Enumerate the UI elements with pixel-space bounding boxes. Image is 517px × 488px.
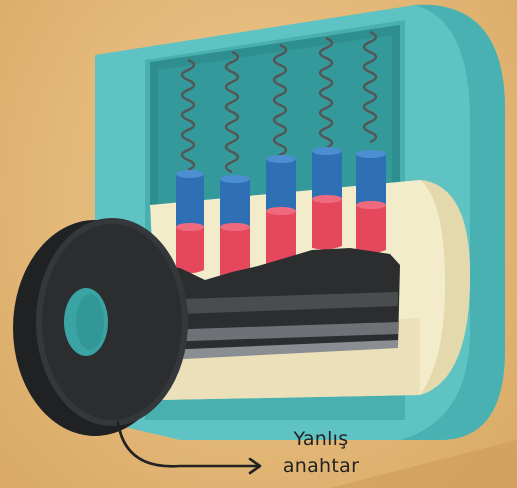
key-pin xyxy=(356,204,386,254)
driver-pin xyxy=(312,150,342,202)
pin-stack-3 xyxy=(266,155,296,266)
key-pin xyxy=(176,226,204,274)
wrong-key-label: Yanlış anahtar xyxy=(266,426,376,480)
pin-stack-4 xyxy=(312,147,342,250)
driver-pin xyxy=(176,173,204,230)
driver-pin xyxy=(356,153,386,208)
driver-pin xyxy=(266,158,296,214)
driver-pin xyxy=(220,178,250,230)
caption-line-1: Yanlış xyxy=(266,426,376,453)
pin-stack-2 xyxy=(220,175,250,282)
key-pin xyxy=(312,198,342,250)
pin-stack-5 xyxy=(356,150,386,254)
caption-line-2: anahtar xyxy=(266,453,376,480)
pin-stack-1 xyxy=(176,170,204,274)
